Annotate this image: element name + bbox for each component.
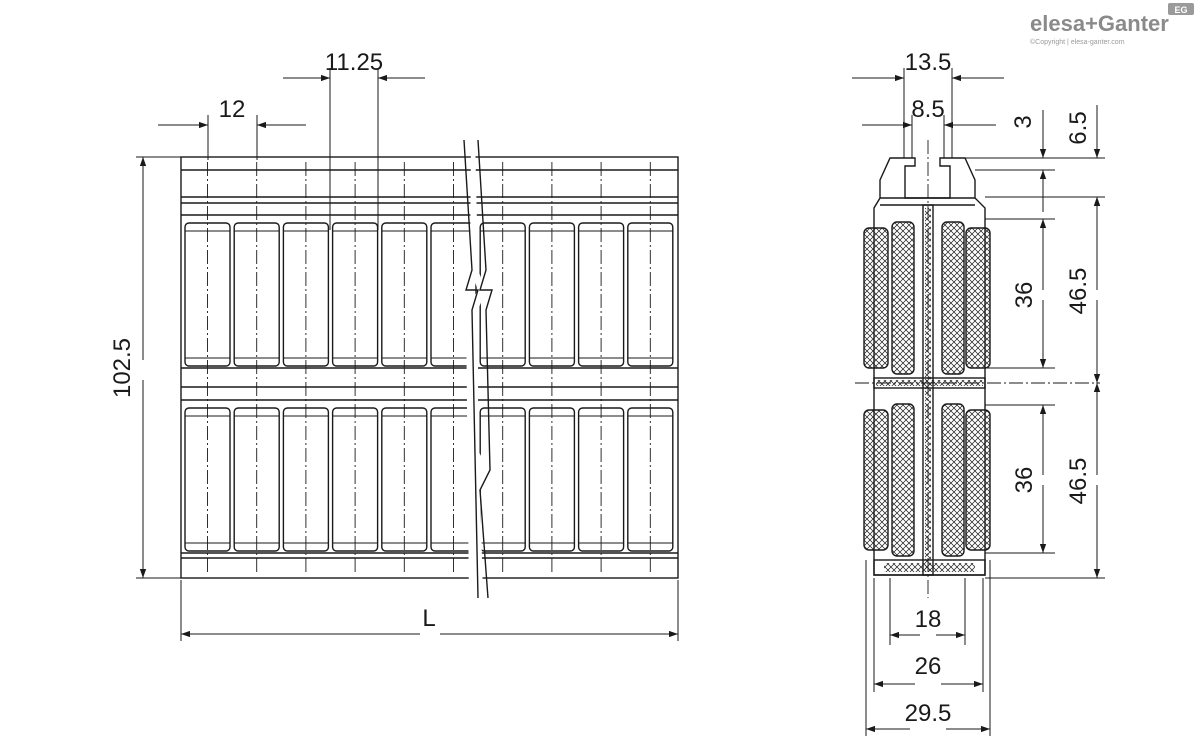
brand-name: elesa+Ganter <box>1030 11 1169 36</box>
brand-badge: EG <box>1174 5 1187 15</box>
front-view: 12 11.25 102.5 L <box>109 49 679 641</box>
dim-roller-dia: 11.25 <box>283 49 425 230</box>
dim-slot-width: 8.5 <box>862 96 996 158</box>
dim-slot-depth-label: 3 <box>1010 115 1037 128</box>
dim-top-width: 13.5 <box>852 49 1004 158</box>
dim-base-inner-label: 18 <box>915 606 942 633</box>
dim-base-mid-label: 26 <box>915 653 942 680</box>
roller-centerlines <box>207 162 454 574</box>
dim-head-height: 6.5 <box>985 105 1105 250</box>
dim-pitch-label: 12 <box>219 96 246 123</box>
dim-section-upper: 46.5 <box>1065 197 1101 383</box>
dim-pitch: 12 <box>158 96 306 160</box>
dim-roller-len-lower: 36 <box>985 404 1055 554</box>
dim-roller-len-upper-label: 36 <box>1011 282 1038 309</box>
dim-overall-width-label: 29.5 <box>905 700 952 727</box>
dim-height: 102.5 <box>109 156 181 579</box>
dim-section-upper-label: 46.5 <box>1065 268 1092 315</box>
side-rollers <box>863 221 991 557</box>
dim-roller-dia-label: 11.25 <box>325 49 383 76</box>
dim-base-mid: 26 <box>873 578 984 692</box>
dim-roller-len-upper: 36 <box>985 218 1055 369</box>
brand-logo: elesa+Ganter EG ©Copyright | elesa-gante… <box>1030 3 1194 46</box>
dim-height-label: 102.5 <box>109 338 136 398</box>
break-line-left <box>463 139 479 599</box>
dim-length-label: L <box>422 605 435 632</box>
dim-overall-width: 29.5 <box>865 560 991 736</box>
brand-copyright: ©Copyright | elesa-ganter.com <box>1030 38 1125 46</box>
dim-head-height-label: 6.5 <box>1065 111 1092 144</box>
dim-section-lower: 46.5 <box>985 383 1105 579</box>
dim-roller-len-lower-label: 36 <box>1011 467 1038 494</box>
dim-slot-width-label: 8.5 <box>911 96 944 123</box>
brand-badge-icon <box>1168 3 1194 15</box>
dim-base-inner: 18 <box>889 578 966 645</box>
dim-slot-depth: 3 <box>965 110 1055 212</box>
dim-top-width-label: 13.5 <box>905 49 952 76</box>
dim-section-lower-label: 46.5 <box>1065 458 1092 505</box>
side-view: 13.5 8.5 3 6.5 <box>852 49 1105 736</box>
break-line-right <box>477 139 493 599</box>
dim-length: L <box>180 580 679 641</box>
